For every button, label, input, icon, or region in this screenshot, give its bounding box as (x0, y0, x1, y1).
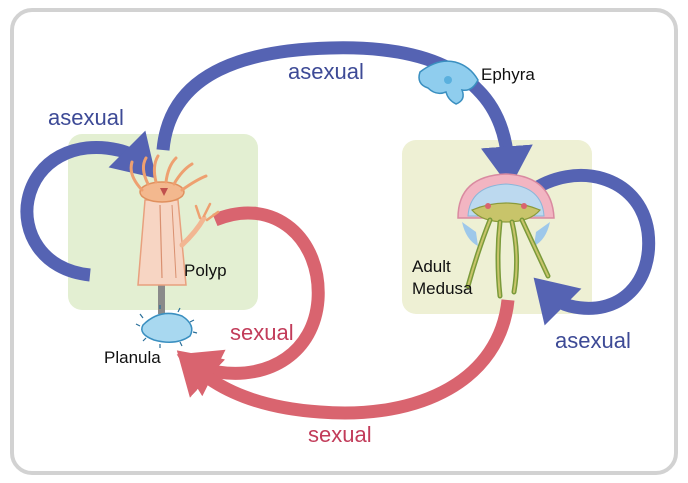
medusa-illustration (457, 173, 555, 299)
medusa-label-line2: Medusa (412, 279, 473, 298)
polyp-label: Polyp (184, 261, 227, 280)
asexual-arrow-left (20, 130, 157, 282)
planula-illustration (135, 305, 198, 348)
asexual-label-right: asexual (555, 328, 631, 353)
asexual-arrow-top (156, 41, 533, 188)
sexual-label-middle: sexual (230, 320, 294, 345)
ephyra-illustration (418, 60, 479, 105)
asexual-arrow-right (526, 168, 656, 326)
planula-label: Planula (104, 348, 161, 367)
asexual-label-left: asexual (48, 105, 124, 130)
ephyra-label: Ephyra (481, 65, 535, 84)
polyp-illustration (129, 154, 220, 314)
medusa-label-line1: Adult (412, 257, 451, 276)
sexual-label-bottom: sexual (308, 422, 372, 447)
sexual-arrow-bottom (176, 299, 515, 420)
asexual-label-top: asexual (288, 59, 364, 84)
